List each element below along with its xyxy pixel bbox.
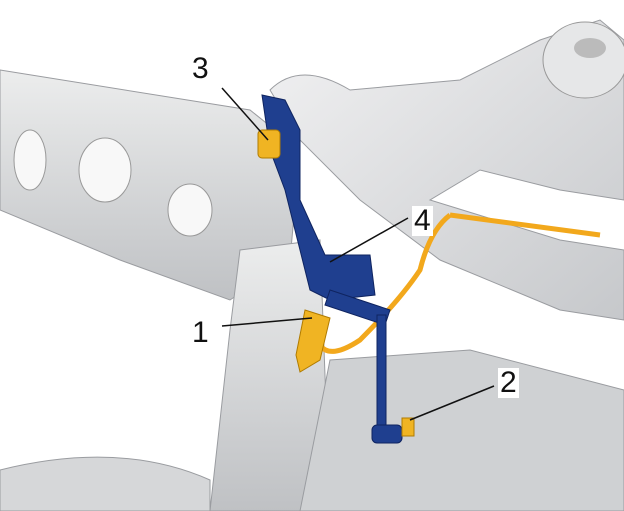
sensor-cable bbox=[317, 212, 601, 354]
subframe-hole bbox=[167, 183, 213, 237]
sensor-bracket bbox=[261, 94, 376, 301]
callout-3: 3 bbox=[190, 52, 211, 85]
link-lower-joint bbox=[371, 424, 403, 444]
fastener-3 bbox=[257, 129, 281, 159]
subframe-hole bbox=[78, 137, 132, 203]
lower-plate bbox=[299, 349, 624, 511]
callout-1: 1 bbox=[190, 316, 211, 349]
subframe-hole bbox=[13, 129, 47, 191]
lower-arm bbox=[0, 456, 211, 511]
bushing bbox=[542, 21, 624, 99]
bushing-bore bbox=[574, 38, 606, 58]
sensor-link-rod bbox=[376, 314, 387, 431]
leader-lines bbox=[221, 87, 495, 421]
control-arm bbox=[269, 19, 624, 321]
callout-4: 4 bbox=[412, 204, 433, 237]
callout-2: 2 bbox=[498, 366, 519, 399]
fastener-2 bbox=[401, 417, 415, 437]
fastener-1 bbox=[295, 309, 331, 373]
